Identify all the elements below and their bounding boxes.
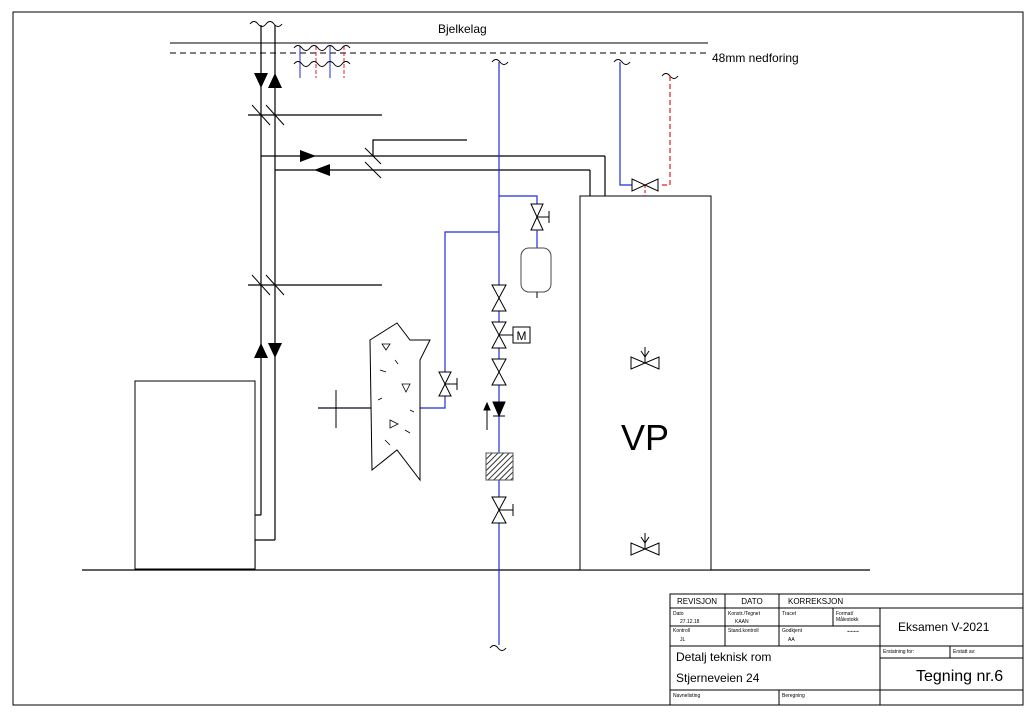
- expansion-tank-valve: [530, 203, 550, 231]
- main-shutoff-valve-2: [491, 358, 507, 386]
- tb-scale-value: ----: [847, 626, 859, 636]
- tb-designed-value: KAAN: [735, 619, 749, 625]
- tb-date-value: 27.12.18: [680, 619, 700, 625]
- heat-pump-drain-valve: [630, 347, 660, 370]
- tb-drawing-title-2: Stjerneveien 24: [676, 671, 760, 685]
- cabinet-box: [134, 380, 256, 570]
- tb-standard-label: Stand.kontroll: [728, 628, 759, 634]
- wall-hatching: [377, 343, 415, 446]
- tb-drawing-title-1: Detalj teknisk rom: [676, 650, 771, 664]
- expansion-tank: [520, 247, 552, 293]
- tb-designed-label: Konstr./Tegnet: [728, 611, 761, 617]
- strainer-filter: [485, 452, 514, 481]
- tb-scale-label: Målestokk: [836, 616, 859, 623]
- motor-label: M: [517, 329, 527, 343]
- motorized-valve: [491, 321, 531, 349]
- tb-format-label: Format/: [836, 611, 854, 617]
- ceiling-label: Bjelkelag: [438, 22, 487, 36]
- tb-header-date: DATO: [741, 597, 762, 606]
- mixing-valve: [631, 178, 659, 192]
- tb-header-correction: KORREKSJON: [788, 597, 843, 606]
- title-block: [669, 593, 1024, 706]
- tb-replaces-label: Erstatning for:: [883, 649, 914, 655]
- heat-pump-unit: [579, 195, 712, 571]
- tb-drawing-number: Tegning nr.6: [916, 668, 1003, 685]
- check-valve: [483, 401, 506, 430]
- tb-header-revision: REVISJON: [677, 597, 717, 606]
- main-shutoff-valve-1: [491, 284, 507, 312]
- hot-water-pipes: [660, 76, 671, 186]
- downpipe-label: 48mm nedforing: [712, 51, 799, 65]
- tb-control-value: JL: [680, 637, 686, 643]
- tb-calc-label: Beregning: [782, 693, 805, 699]
- tb-replaced-by-label: Erstatt av:: [953, 649, 976, 655]
- flow-arrows: [254, 73, 330, 358]
- heat-pump-drain-valve-bottom: [630, 533, 660, 556]
- tb-approved-label: Godkjent: [782, 628, 803, 634]
- tb-exam: Eksamen V-2021: [898, 620, 990, 634]
- ceiling-joists: [170, 42, 708, 54]
- heat-pump-label: VP: [621, 417, 669, 458]
- tb-name-label: Navnelisting: [673, 693, 700, 699]
- drawing-frame: [12, 11, 1024, 706]
- tb-control-label: Kontroll: [673, 628, 690, 634]
- wall-section: [369, 322, 431, 482]
- ceiling-penetrations: [293, 45, 351, 78]
- tb-date-label: Dato: [673, 611, 684, 617]
- riser-cut-marks: [251, 104, 382, 296]
- tb-drawn-label: Tracet: [782, 611, 797, 617]
- main-shutoff-valve-3: [491, 496, 514, 524]
- tb-approved-value: AA: [788, 637, 795, 643]
- branch-shutoff-valve: [438, 371, 458, 397]
